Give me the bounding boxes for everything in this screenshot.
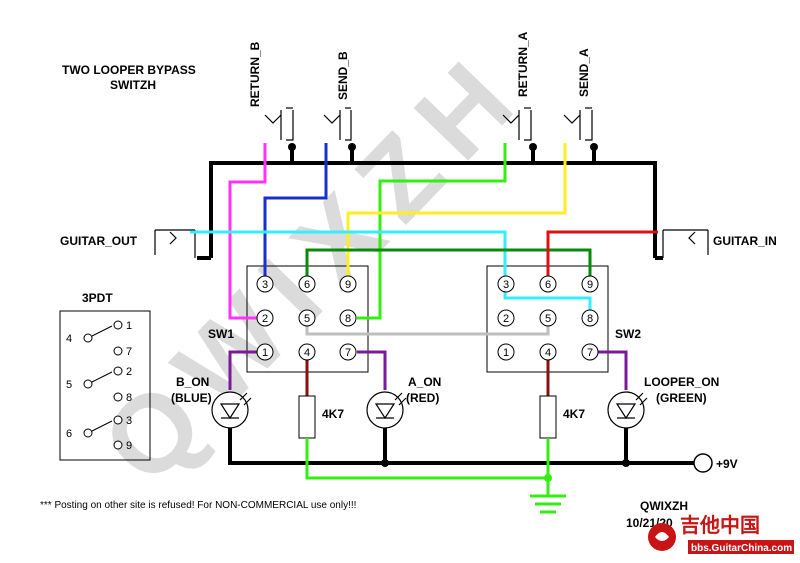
svg-text:5: 5 [304,313,310,325]
sw2-pin-labels: 3 6 9 2 5 8 1 4 7 [503,279,593,359]
label-led-a-line1: A_ON [408,375,441,389]
jack-guitar-out [154,229,196,258]
svg-text:8: 8 [587,313,593,325]
svg-text:3: 3 [503,279,509,291]
label-guitar-in: GUITAR_IN [713,234,777,248]
led-a-on [366,391,407,429]
legend-labels: 4 5 6 1 7 2 8 3 9 [66,320,132,452]
jack-send-b [323,107,352,141]
sw2-pins [497,275,599,361]
label-sw1: SW1 [208,327,234,341]
wire-ground-green [305,438,550,495]
svg-text:9: 9 [587,279,593,291]
svg-text:6: 6 [545,279,551,291]
svg-text:7: 7 [587,347,593,359]
svg-text:2: 2 [503,313,509,325]
sw1-pins [256,275,357,361]
svg-text:2: 2 [262,313,268,325]
label-send-b: SEND_B [336,51,350,100]
jack-return-b [264,107,294,141]
svg-text:5: 5 [545,313,551,325]
title-line-2: SWITZH [110,78,156,92]
svg-text:8: 8 [126,392,132,404]
legend-contacts [83,320,123,450]
label-led-b-line2: (BLUE) [171,391,212,405]
resistor-2 [539,395,557,439]
wire-yellow [346,143,567,276]
label-resistor-2: 4K7 [563,407,585,421]
svg-text:1: 1 [503,347,509,359]
wire-magenta [228,143,267,320]
wire-red [546,230,658,276]
wire-purple [228,350,628,390]
svg-text:4: 4 [66,333,72,345]
jack-send-a [563,107,593,141]
led-looper-on [607,391,648,429]
wire-darkgreen [305,248,592,276]
supply-terminal [693,453,713,473]
guitarchina-logo: 吉他中国 bbs.GuitarChina.com [648,513,794,554]
title-line-1: TWO LOOPER BYPASS [62,63,196,77]
svg-text:8: 8 [345,313,351,325]
resistor-1 [298,395,316,439]
svg-text:3: 3 [262,279,268,291]
svg-text:4: 4 [304,347,310,359]
jack-guitar-in [662,229,709,258]
wire-cyan [190,230,592,312]
jack-return-a [502,107,532,141]
notice-text: *** Posting on other site is refused! Fo… [40,500,356,511]
wire-maroon [305,360,550,396]
svg-text:6: 6 [304,279,310,291]
author-name: QWIXZH [640,499,688,513]
label-guitar-out: GUITAR_OUT [60,234,138,248]
svg-text:7: 7 [126,346,132,358]
power-bus [228,428,694,465]
power-bus-dots [381,459,630,467]
svg-text:3: 3 [126,415,132,427]
svg-text:2: 2 [126,366,132,378]
svg-text:7: 7 [345,347,351,359]
svg-text:5: 5 [66,379,72,391]
sw1-pin-labels: 3 6 9 2 5 8 1 4 7 [262,279,351,359]
logo-subtext: bbs.GuitarChina.com [691,543,792,554]
label-led-a-line2: (RED) [406,391,439,405]
legend-box [59,310,151,461]
ground-symbol [530,494,566,514]
svg-text:4: 4 [545,347,551,359]
svg-text:6: 6 [66,428,72,440]
wire-green [357,143,507,320]
label-return-b: RETURN_B [248,41,262,107]
label-led-b-line1: B_ON [176,375,209,389]
svg-text:1: 1 [126,320,132,332]
ground-junction [544,474,552,482]
legend-title: 3PDT [82,291,113,305]
label-supply: +9V [716,457,738,471]
wire-blue [263,143,328,276]
logo-text: 吉他中国 [680,513,760,537]
ground-bus-dots [288,143,598,151]
label-led-looper-line1: LOOPER_ON [644,375,719,389]
svg-text:9: 9 [126,440,132,452]
label-send-a: SEND_A [577,48,591,97]
label-resistor-1: 4K7 [322,407,344,421]
label-sw2: SW2 [615,327,641,341]
label-led-looper-line2: (GREEN) [656,391,707,405]
svg-text:9: 9 [345,279,351,291]
svg-text:1: 1 [262,347,268,359]
label-return-a: RETURN_A [516,31,530,97]
